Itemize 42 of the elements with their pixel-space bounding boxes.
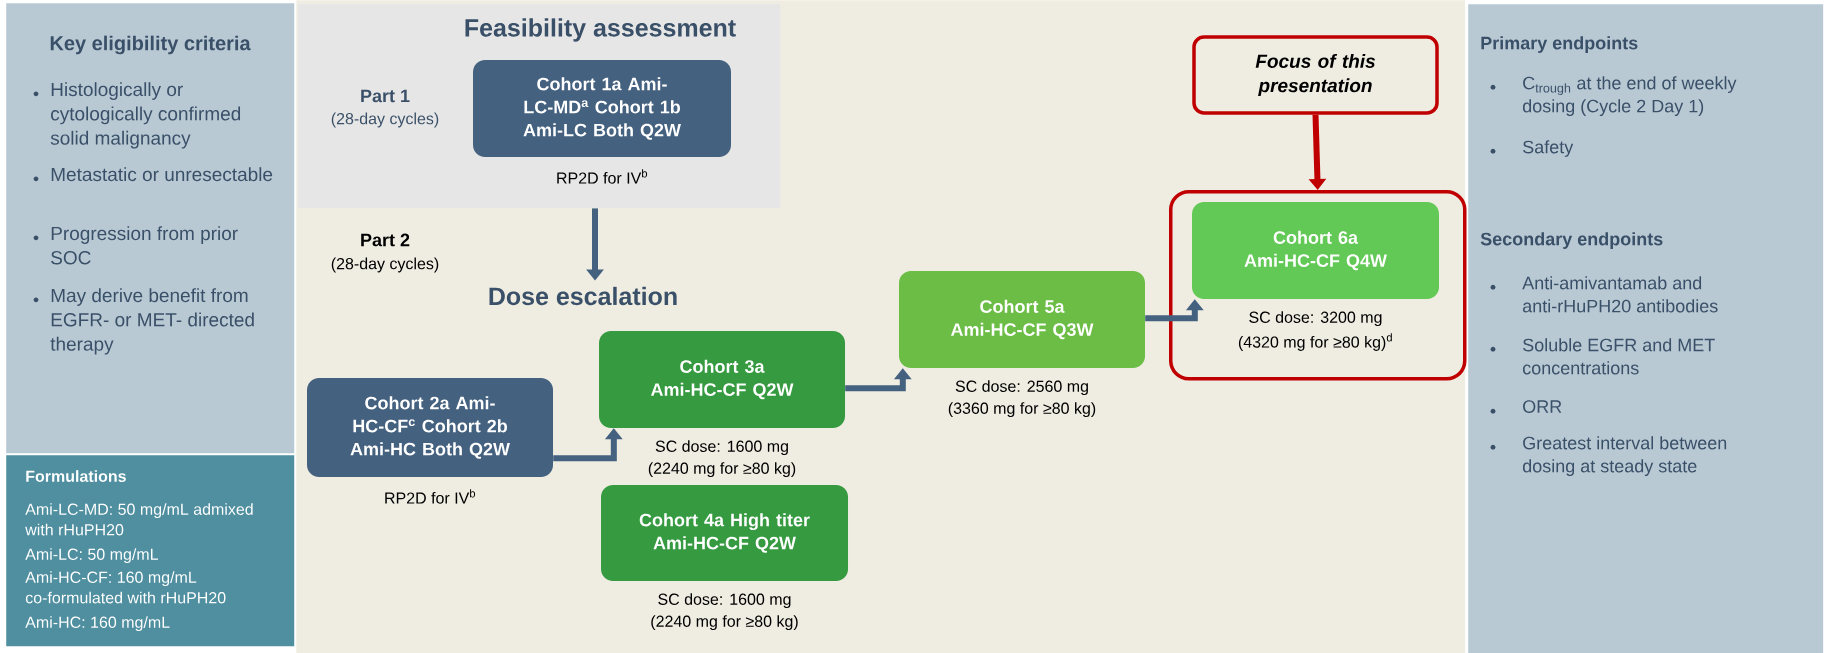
heading: Part 1: [361, 89, 410, 103]
highlight-frame: [1169, 190, 1467, 381]
formulation-text: Ami-LC-MD: 50 mg/mL admixed with rHuPH20: [25, 503, 253, 536]
bullet-item: Anti-amivantamab and anti-rHuPH20 antibodies: [1522, 276, 1718, 313]
dose-note: RP2D for IV$^{b}$: [557, 169, 648, 184]
bullet-item: May derive benefit from EGFR- or MET- directed therapy: [50, 288, 254, 355]
cohort-box: Cohort 1a Ami-LC-MD$^{a}$ Cohort 1b Ami-LC Both Q2W: [473, 60, 731, 157]
dose-note: (3360 mg for ≥80 kg): [948, 402, 1096, 418]
dose-note: (2240 mg for ≥80 kg): [648, 462, 796, 478]
bullet-item: C$_{trough}$ at the end of weekly dosing (Cycle 2 Day 1): [1522, 76, 1737, 116]
section-heading: Dose escalation: [489, 286, 677, 306]
dose-note: SC dose: 1600 mg: [658, 593, 791, 609]
dose-note: SC dose: 3200 mg: [1249, 311, 1382, 327]
heading: Key eligibility criteria: [50, 35, 251, 55]
bullet-item: Safety: [1523, 140, 1574, 157]
cohort-box: Cohort 4a High titer Ami-HC-CF Q2W: [601, 485, 848, 581]
cohort-box: Cohort 5a Ami-HC-CF Q3W: [899, 271, 1145, 368]
heading: (28-day cycles): [331, 257, 439, 273]
bullet-item: Greatest interval between dosing at steady state: [1522, 436, 1727, 476]
heading: Part 2: [361, 233, 410, 247]
bullet-item: Histologically or cytologically confirmed solid malignancy: [50, 82, 241, 149]
callout-box: Focus of this presentation: [1192, 35, 1439, 115]
cohort-box: Cohort 3a Ami-HC-CF Q2W: [599, 331, 845, 428]
cohort-box: Cohort 2a Ami-HC-CF$^{c}$ Cohort 2b Ami-HC Both Q2W: [307, 378, 553, 477]
dose-note: SC dose: 2560 mg: [955, 380, 1088, 396]
bullet-item: Metastatic or unresectable: [51, 167, 273, 182]
formulation-text: Ami-HC-CF: 160 mg/mL co-formulated with rHuPH20: [25, 571, 226, 604]
heading: Feasibility assessment: [465, 18, 736, 42]
heading: Primary endpoints: [1481, 36, 1638, 53]
formulation-text: Ami-LC: 50 mg/mL: [25, 548, 158, 564]
heading: Secondary endpoints: [1480, 232, 1663, 249]
heading: (28-day cycles): [331, 112, 439, 128]
cohort-box: Cohort 6a Ami-HC-CF Q4W: [1192, 202, 1439, 299]
bullet-item: Soluble EGFR and MET concentrations: [1522, 338, 1715, 375]
dose-note: RP2D for IV$^{b}$: [385, 489, 476, 504]
heading: Formulations: [26, 470, 126, 482]
dose-note: (4320 mg for ≥80 kg)$^{d}$: [1238, 333, 1392, 351]
dose-note: (2240 mg for ≥80 kg): [651, 615, 798, 631]
dose-note: SC dose: 1600 mg: [655, 440, 788, 456]
bullet-item: Progression from prior SOC: [51, 226, 238, 265]
bullet-item: ORR: [1523, 400, 1562, 413]
formulation-text: Ami-HC: 160 mg/mL: [25, 616, 170, 632]
